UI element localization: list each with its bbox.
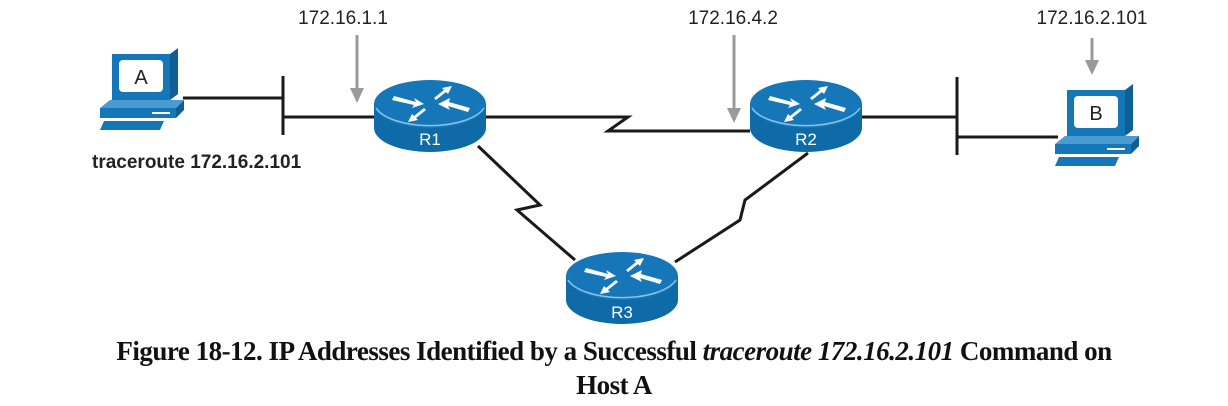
- figure-caption: Figure 18-12. IP Addresses Identified by…: [0, 334, 1228, 402]
- traceroute-command-label: traceroute 172.16.2.101: [92, 152, 302, 173]
- host-b-letter: B: [1089, 103, 1102, 125]
- router-r3: R3: [565, 251, 679, 325]
- lan-a: [183, 76, 380, 135]
- host-b: B: [1055, 84, 1139, 166]
- router-r1-label: R1: [419, 130, 441, 149]
- serial-link-r1-r2: [485, 115, 750, 133]
- router-r1: R1: [373, 79, 487, 153]
- pc-icon: [100, 48, 184, 130]
- ip-label-host-b: 172.16.2.101: [1037, 8, 1148, 29]
- caption-line-2: Host A: [576, 370, 652, 400]
- arrowhead-host-b-ip: [1085, 60, 1099, 75]
- pc-icon: [1055, 84, 1139, 166]
- arrowhead-r1-ip: [350, 88, 364, 103]
- host-a: A: [100, 48, 184, 130]
- lan-b: [862, 77, 1058, 155]
- ip-label-r1: 172.16.1.1: [298, 8, 388, 29]
- network-diagram: 172.16.1.1 172.16.4.2 172.16.2.101 A tra…: [92, 8, 1148, 325]
- router-r2-label: R2: [795, 130, 817, 149]
- caption-command: traceroute 172.16.2.101: [702, 336, 955, 366]
- ip-arrows: [350, 35, 1099, 123]
- caption-suffix: Command on: [953, 336, 1112, 366]
- arrowhead-r2-ip: [727, 108, 741, 123]
- host-a-letter: A: [134, 67, 148, 89]
- caption-prefix: Figure 18-12. IP Addresses Identified by…: [116, 336, 703, 366]
- serial-link-r1-r3: [476, 144, 576, 262]
- router-r3-label: R3: [611, 303, 633, 322]
- caption-line-1: Figure 18-12. IP Addresses Identified by…: [0, 334, 1228, 368]
- serial-link-r2-r3: [674, 151, 809, 264]
- router-r2: R2: [749, 79, 863, 153]
- ip-label-r2: 172.16.4.2: [688, 8, 778, 29]
